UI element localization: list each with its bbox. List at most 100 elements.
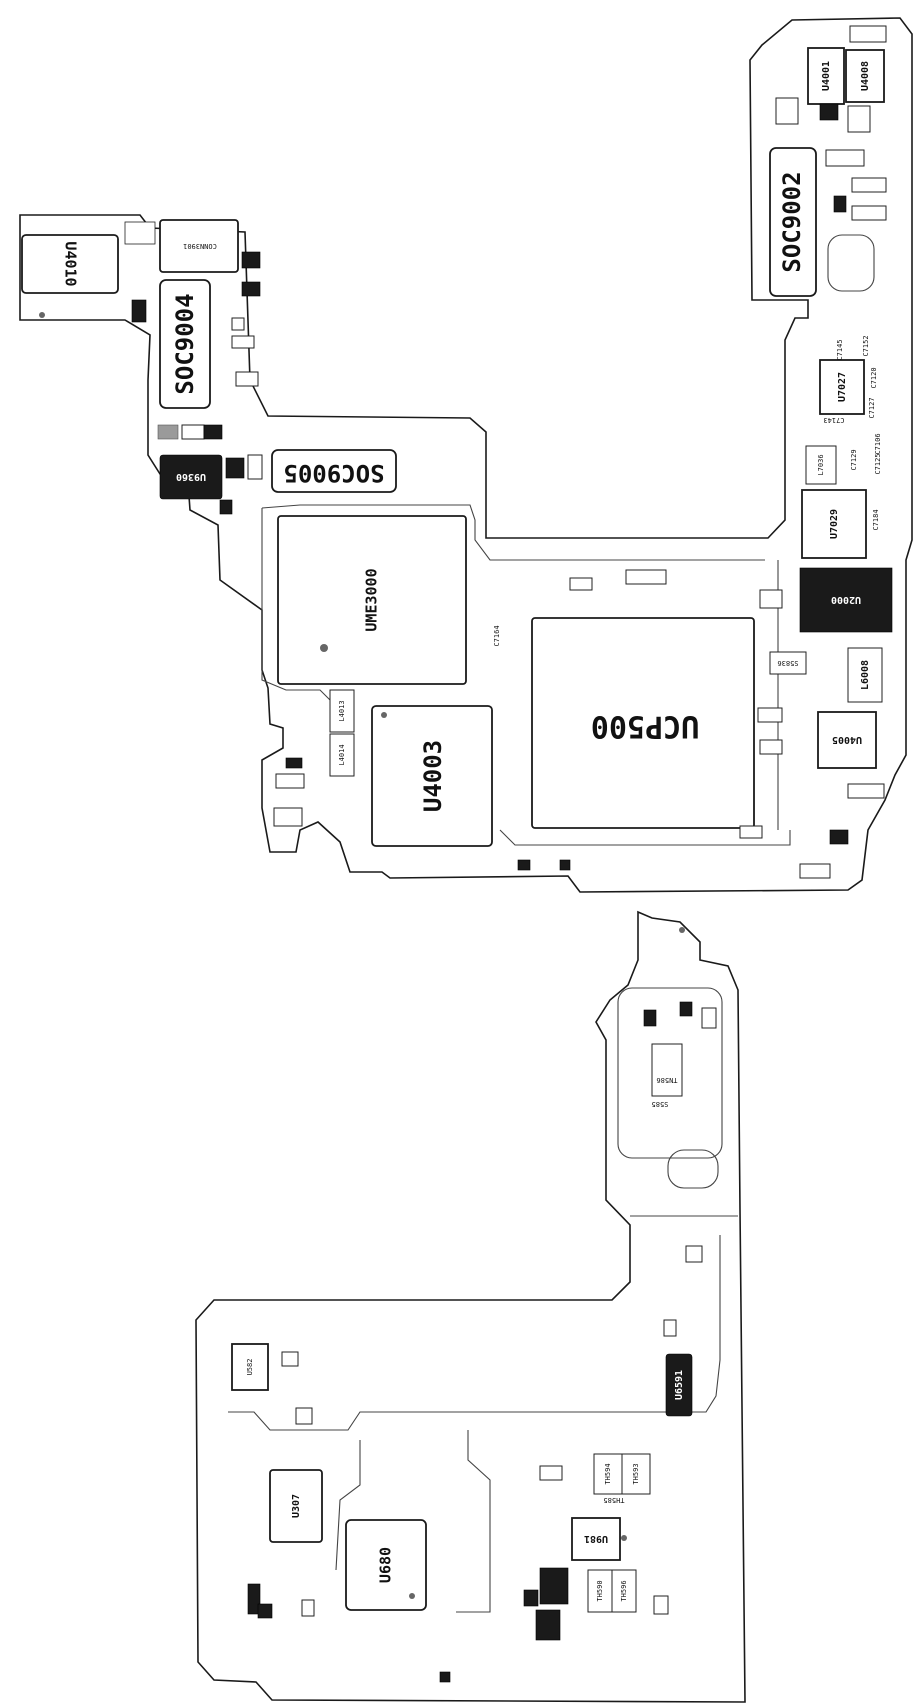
passive-pad [829, 829, 849, 845]
passive-pad [759, 589, 783, 609]
passive-pad [847, 105, 871, 133]
thermistor-th590-label: TH590 [596, 1580, 604, 1601]
passive-pad [517, 859, 531, 871]
lower-board-outline [195, 910, 746, 1703]
chip-soc9004-label: SOC9004 [171, 293, 199, 394]
chip-u4001-label: U4001 [821, 61, 832, 91]
inductor-l6008-body [847, 647, 883, 703]
chip-u680-body [345, 1519, 427, 1611]
passive-pad [273, 807, 303, 827]
cap-c7152-label: C7152 [862, 335, 870, 356]
passive-pad [231, 335, 255, 349]
chip-u4010-label: U4010 [62, 241, 80, 286]
passive-pad [625, 569, 667, 585]
thermistor-th596-label: TH596 [620, 1580, 628, 1601]
fiducial-dot [320, 644, 328, 652]
chip-conn3901-label: CONN3901 [183, 242, 217, 250]
sensor-tn586-label: TN586 [656, 1076, 677, 1084]
passive-pad [847, 783, 885, 799]
inductor-l4013-label: L4013 [338, 700, 346, 721]
chip-soc9005-label: SOC9005 [283, 459, 384, 487]
cap-c7129-label: C7129 [850, 449, 858, 470]
thermistor-th596-body [611, 1569, 637, 1613]
cap-c7127-label: C7127 [868, 397, 876, 418]
passive-pad [235, 371, 259, 387]
passive-pad [759, 739, 783, 755]
passive-pad [653, 1595, 669, 1615]
chip-ucp500-body [531, 617, 755, 829]
connector-bay [827, 234, 875, 292]
chip-u4008-label: U4008 [860, 61, 871, 91]
fiducial-dot [621, 1535, 627, 1541]
passive-pad [849, 25, 887, 43]
lower-slot [667, 1149, 719, 1189]
thermistor-th590-body [587, 1569, 613, 1613]
sensor-tn586-body [651, 1043, 683, 1097]
cap-c7120-label: C7120 [870, 367, 878, 388]
chip-u4003-body [371, 705, 493, 847]
cap-c7106-label: C7106 [874, 433, 882, 454]
chip-u7029-label: U7029 [829, 509, 840, 539]
passive-pad [775, 97, 799, 125]
inductor-l6008-label: L6008 [860, 660, 871, 690]
cap-c7184-label: C7184 [872, 509, 880, 530]
passive-pad [285, 757, 303, 769]
passive-pad [225, 457, 245, 479]
passive-pad [679, 1001, 693, 1017]
passive-pad [539, 1465, 563, 1481]
chip-u9360-label: U9360 [176, 471, 206, 482]
passive-pad [851, 205, 887, 221]
chip-u7029-body [801, 489, 867, 559]
chip-u981-label: U981 [584, 1533, 608, 1544]
chip-soc9002-label: SOC9002 [778, 171, 806, 272]
passive-pad [539, 1567, 569, 1605]
inductor-l4013 [329, 689, 355, 733]
switch-s5836-body [769, 651, 807, 675]
passive-pad [851, 177, 887, 193]
thermistor-th593-body [621, 1453, 651, 1495]
thermistor-th594-label: TH594 [604, 1463, 612, 1484]
chip-u2000-label: U2000 [831, 594, 861, 605]
chip-u6591-label: U6591 [674, 1370, 685, 1400]
connector-pad [124, 221, 156, 245]
cap-c7164-label: C7164 [493, 625, 501, 646]
thermistor-th594-body [593, 1453, 623, 1495]
passive-pad [819, 103, 839, 121]
passive-pad [247, 1583, 261, 1615]
passive-pad [247, 454, 263, 480]
passive-pad [231, 317, 245, 331]
chip-ume3000-label: UME3000 [363, 568, 381, 631]
chip-ucp500-label: UCP500 [591, 709, 699, 744]
passive-pad [131, 299, 147, 323]
passive-pad [439, 1671, 451, 1683]
thermistor-th585-label: TH585 [603, 1496, 624, 1504]
passive-pad [281, 1351, 299, 1367]
fiducial-dot [679, 927, 685, 933]
passive-pad [663, 1319, 677, 1337]
switch-s5836-label: S5836 [777, 659, 798, 667]
chip-u7027-body [819, 359, 865, 415]
chip-u307-label: U307 [291, 1494, 302, 1518]
passive-pad [799, 863, 831, 879]
chip-u4010-body [21, 234, 119, 294]
passive-pad [241, 251, 261, 269]
thermistor-th593-label: TH593 [632, 1463, 640, 1484]
passive-pad [275, 773, 305, 789]
chip-u4001-body [807, 47, 845, 105]
chip-u4008-body [845, 49, 885, 103]
passive-pad [257, 1603, 273, 1619]
passive-pad [203, 424, 223, 440]
chip-soc9004-body [159, 279, 211, 409]
passive-pad [569, 577, 593, 591]
chip-u582-body [231, 1343, 269, 1391]
inductor-l4014-label: L4014 [338, 744, 346, 765]
inductor-l4014 [329, 733, 355, 777]
passive-pad [739, 825, 763, 839]
fiducial-dot [409, 1593, 415, 1599]
chip-soc9002-body [769, 147, 817, 297]
passive-pad [757, 707, 783, 723]
passive-pad [643, 1009, 657, 1027]
cap-c7143-label: C7143 [823, 416, 844, 424]
passive-pad [535, 1609, 561, 1641]
